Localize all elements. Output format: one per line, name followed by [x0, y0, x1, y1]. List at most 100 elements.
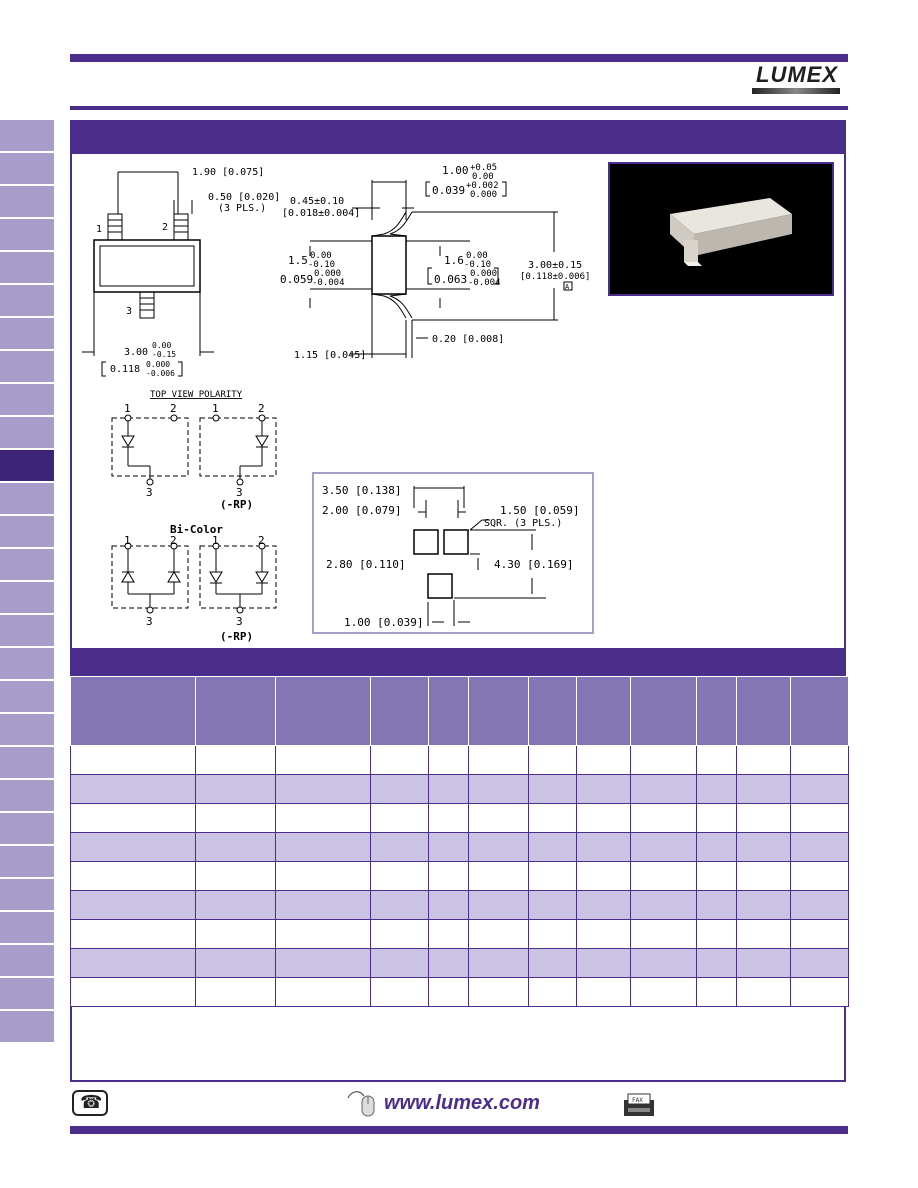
dim-body: 1.15 [0.045]	[294, 350, 366, 361]
dim-lead-top-in: 0.039	[432, 184, 465, 197]
dim-bottom-in-plus: 0.000	[146, 360, 170, 369]
section-tab[interactable]	[0, 549, 54, 580]
section-tab[interactable]	[0, 582, 54, 613]
section-tab[interactable]	[0, 417, 54, 448]
section-tab[interactable]	[0, 153, 54, 184]
lumex-logo: LUMEX	[748, 62, 848, 100]
table-header-cell	[736, 676, 791, 746]
table-row	[70, 832, 849, 862]
dim-right-in-plus: 0.000	[470, 269, 497, 279]
section-tab[interactable]	[0, 483, 54, 514]
section-tab[interactable]	[0, 615, 54, 646]
table-header-cell	[696, 676, 737, 746]
section-tabs	[0, 120, 54, 1044]
footprint-dim-gap: 2.00 [0.079]	[322, 504, 401, 517]
note-a: A	[565, 283, 570, 291]
section-tab[interactable]	[0, 516, 54, 547]
logo-underline	[752, 88, 840, 94]
section-tab[interactable]	[0, 846, 54, 877]
table-row	[70, 890, 849, 920]
table-header-cell	[195, 676, 276, 746]
bicolor-rp-pin-2: 2	[258, 534, 265, 547]
footprint-dim-total: 4.30 [0.169]	[494, 558, 573, 571]
fax-label: FAX	[632, 1097, 643, 1104]
dim-top-width: 1.90 [0.075]	[192, 167, 264, 178]
dim-bottom-tol-minus: -0.15	[152, 350, 176, 359]
section-tab[interactable]	[0, 747, 54, 778]
section-tab[interactable]	[0, 252, 54, 283]
pin-1-label: 1	[96, 224, 102, 235]
section-tab[interactable]	[0, 120, 54, 151]
footprint-dim-pad-note: SQR. (3 PLS.)	[484, 518, 562, 529]
polarity-rp-label: (-RP)	[220, 498, 253, 511]
dim-height: 3.00±0.15	[528, 260, 582, 271]
section-tab[interactable]	[0, 714, 54, 745]
table-row	[70, 803, 849, 833]
section-tab[interactable]	[0, 384, 54, 415]
dim-pad-places: (3 PLS.)	[218, 203, 266, 214]
dim-lead-top: 1.00	[442, 164, 469, 177]
header-rule	[70, 106, 848, 110]
dim-bottom-tol-plus: 0.00	[152, 341, 171, 350]
specifications-table	[70, 676, 849, 1007]
section-tab-active[interactable]	[0, 450, 54, 481]
section-tab[interactable]	[0, 681, 54, 712]
table-header-cell	[630, 676, 697, 746]
table-header-row	[70, 676, 849, 746]
table-row	[70, 745, 849, 775]
section-tab[interactable]	[0, 285, 54, 316]
table-header-cell	[528, 676, 577, 746]
section-tab[interactable]	[0, 945, 54, 976]
footprint-dim-pad: 1.50 [0.059]	[500, 504, 579, 517]
section-tab[interactable]	[0, 318, 54, 349]
section-tab[interactable]	[0, 879, 54, 910]
dim-lead-top-minus: 0.00	[472, 172, 494, 182]
section-tab[interactable]	[0, 780, 54, 811]
footprint-drawing: 3.50 [0.138] 2.00 [0.079] 1.50 [0.059] S…	[322, 484, 579, 629]
dim-left-minus: -0.10	[308, 260, 335, 270]
website-link[interactable]: www.lumex.com	[384, 1092, 540, 1114]
section-tab[interactable]	[0, 648, 54, 679]
bicolor-rp-label: (-RP)	[220, 630, 253, 643]
section-tab[interactable]	[0, 219, 54, 250]
footprint-dim-span: 3.50 [0.138]	[322, 484, 401, 497]
dim-foot: 0.20 [0.008]	[432, 334, 504, 345]
table-header-cell	[275, 676, 371, 746]
dim-right-plus: 0.00	[466, 251, 488, 261]
bicolor-rp-pin-3: 3	[236, 615, 243, 628]
fax-icon[interactable]: FAX	[622, 1090, 656, 1118]
bottom-rule	[70, 1126, 848, 1134]
pin-3-label: 3	[126, 306, 132, 317]
product-photo	[608, 162, 834, 296]
section-tab[interactable]	[0, 912, 54, 943]
dim-bottom: 3.00	[124, 347, 148, 358]
polarity-diagram: TOP VIEW POLARITY 1 2 3 1 2 3 (-RP) Bi-C…	[111, 390, 277, 643]
dim-left-in: 0.059	[280, 273, 313, 286]
mouse-icon	[347, 1091, 375, 1117]
bicolor-title: Bi-Color	[170, 523, 223, 536]
polarity-rp-pin-2: 2	[258, 402, 265, 415]
polarity-pin-1: 1	[124, 402, 131, 415]
dim-right-in: 0.063	[434, 273, 467, 286]
footprint-dim-height: 2.80 [0.110]	[326, 558, 405, 571]
dim-right-in-minus: -0.004	[468, 278, 501, 288]
dim-right-minus: -0.10	[464, 260, 491, 270]
bicolor-pin-3: 3	[146, 615, 153, 628]
section-tab[interactable]	[0, 978, 54, 1009]
bicolor-pin-1: 1	[124, 534, 131, 547]
section-tab[interactable]	[0, 1011, 54, 1042]
bicolor-pin-2: 2	[170, 534, 177, 547]
dim-left-in-plus: 0.000	[314, 269, 341, 279]
section-tab[interactable]	[0, 186, 54, 217]
phone-icon[interactable]: ☎	[72, 1090, 108, 1116]
smd-led-image	[670, 198, 792, 266]
side-view-drawing: 1.00 +0.05 0.00 0.039 +0.002 0.000 0.45±…	[280, 163, 590, 361]
dim-left: 1.5	[288, 254, 308, 267]
dim-lead-top-in-plus: +0.002	[466, 181, 499, 191]
content-frame	[70, 120, 846, 1082]
section-tab[interactable]	[0, 813, 54, 844]
polarity-pin-3: 3	[146, 486, 153, 499]
section-tab[interactable]	[0, 351, 54, 382]
dim-lead-top-in-minus: 0.000	[470, 190, 497, 200]
table-row	[70, 774, 849, 804]
